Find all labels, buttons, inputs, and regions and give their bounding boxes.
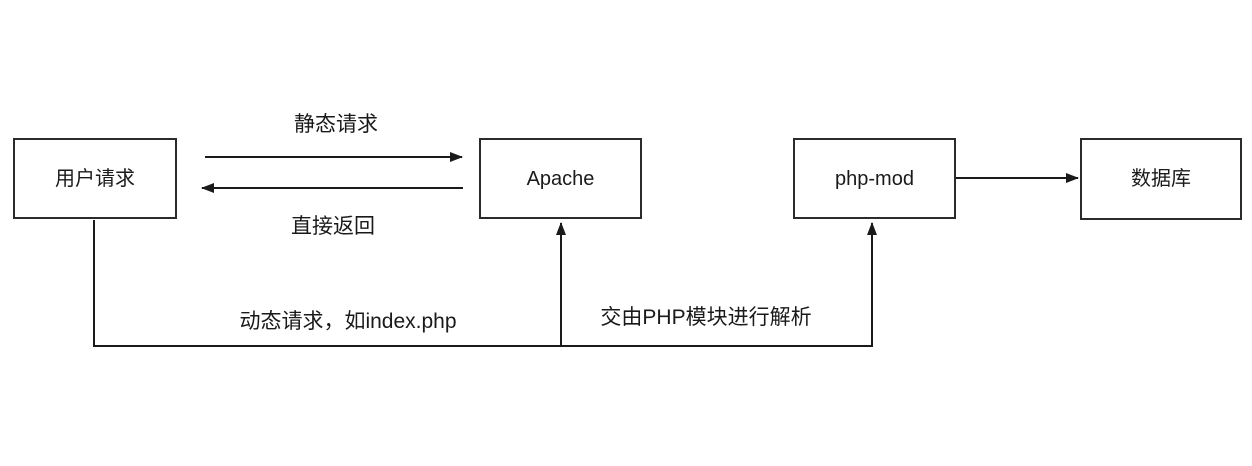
edge-label-direct-return: 直接返回 [291,215,375,238]
edge-label-dynamic-request: 动态请求，如index.php [239,310,457,333]
node-user-request: 用户请求 [13,138,177,219]
node-database: 数据库 [1080,138,1242,220]
connector-dynamic-to-phpmod [93,220,877,347]
node-php-mod-label: php-mod [835,167,914,190]
node-user-request-label: 用户请求 [55,167,135,190]
edge-label-static-request: 静态请求 [294,113,378,136]
node-php-mod: php-mod [793,138,956,219]
edge-label-php-parse: 交由PHP模块进行解析 [600,306,812,329]
node-database-label: 数据库 [1131,168,1191,190]
node-apache-label: Apache [526,167,595,190]
node-apache: Apache [479,138,642,219]
